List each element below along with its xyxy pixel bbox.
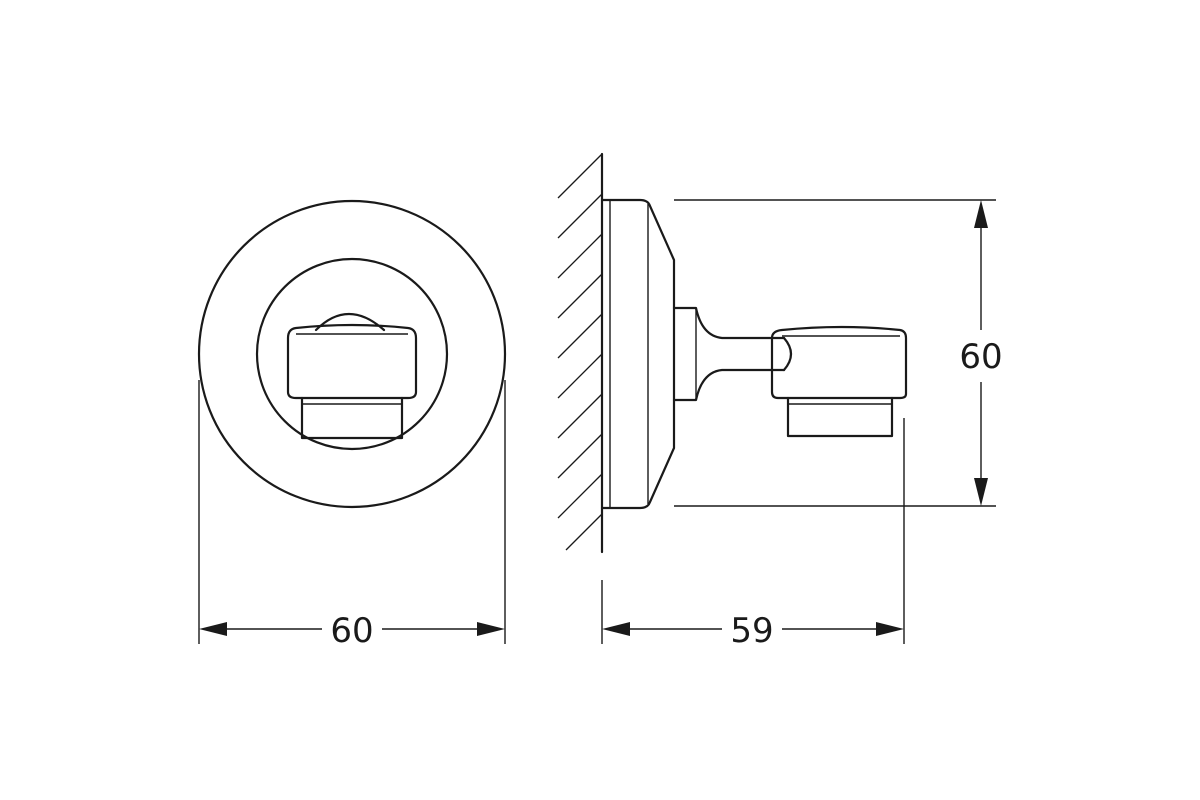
front-dim-arrow-left: [199, 622, 227, 636]
front-holder-cup: [286, 323, 418, 400]
front-dim-arrow-right: [477, 622, 505, 636]
front-width-label: 60: [330, 611, 373, 651]
wall-hatching: [557, 153, 603, 551]
side-depth-arrow-right: [876, 622, 904, 636]
side-depth-arrow-left: [602, 622, 630, 636]
side-view: 59 60: [557, 152, 1003, 651]
front-outer-rosette: [197, 199, 507, 509]
side-rosette: [600, 198, 676, 510]
front-view: 60: [197, 199, 507, 651]
side-height-arrow-bottom: [974, 478, 988, 506]
side-arm-top: [672, 306, 786, 340]
side-depth-label: 59: [730, 611, 773, 651]
side-arm-end: [782, 336, 793, 372]
side-height-label: 60: [959, 337, 1002, 377]
side-holder-cup: [770, 325, 908, 400]
side-arm-bottom: [672, 368, 786, 402]
front-holder-base: [300, 396, 404, 440]
side-holder-base: [786, 396, 894, 438]
front-dome: [314, 312, 386, 332]
front-inner-ring: [255, 257, 449, 451]
side-height-arrow-top: [974, 200, 988, 228]
